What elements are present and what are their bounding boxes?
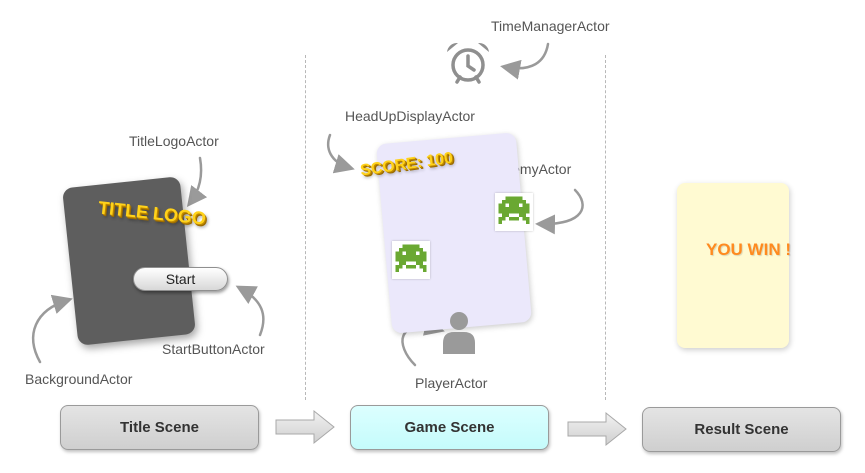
right-arrow-icon bbox=[275, 409, 335, 445]
arrow-enemy bbox=[535, 188, 584, 235]
result-scene-box: Result Scene bbox=[642, 407, 841, 452]
title-logo-actor-label: TitleLogoActor bbox=[129, 133, 219, 149]
enemy-sprite-icon bbox=[498, 196, 530, 225]
game-scene-box: Game Scene bbox=[350, 405, 549, 450]
arrow-head-up-display bbox=[326, 133, 355, 174]
enemy-sprite-bottom bbox=[392, 241, 430, 279]
arrow-background bbox=[31, 294, 73, 364]
enemy-sprite-icon bbox=[395, 244, 427, 273]
player-actor-label: PlayerActor bbox=[415, 375, 488, 391]
player-person-icon bbox=[443, 312, 475, 354]
background-actor-label: BackgroundActor bbox=[25, 371, 133, 387]
time-manager-actor-label: TimeManagerActor bbox=[491, 18, 610, 34]
right-arrow-icon bbox=[567, 411, 627, 447]
start-button[interactable]: Start bbox=[133, 267, 228, 291]
enemy-sprite-top bbox=[495, 193, 533, 231]
arrow-title-logo bbox=[186, 156, 208, 207]
result-card bbox=[677, 183, 789, 348]
divider-right bbox=[605, 55, 606, 400]
arrow-start-button bbox=[235, 285, 265, 337]
title-scene-box: Title Scene bbox=[60, 405, 259, 450]
start-button-actor-label: StartButtonActor bbox=[162, 341, 265, 357]
win-message: YOU WIN ! bbox=[706, 240, 791, 259]
alarm-clock-icon bbox=[447, 42, 489, 84]
arrow-player bbox=[401, 316, 445, 367]
head-up-display-actor-label: HeadUpDisplayActor bbox=[345, 108, 475, 124]
divider-left bbox=[305, 55, 306, 400]
arrow-time-manager bbox=[500, 42, 550, 80]
